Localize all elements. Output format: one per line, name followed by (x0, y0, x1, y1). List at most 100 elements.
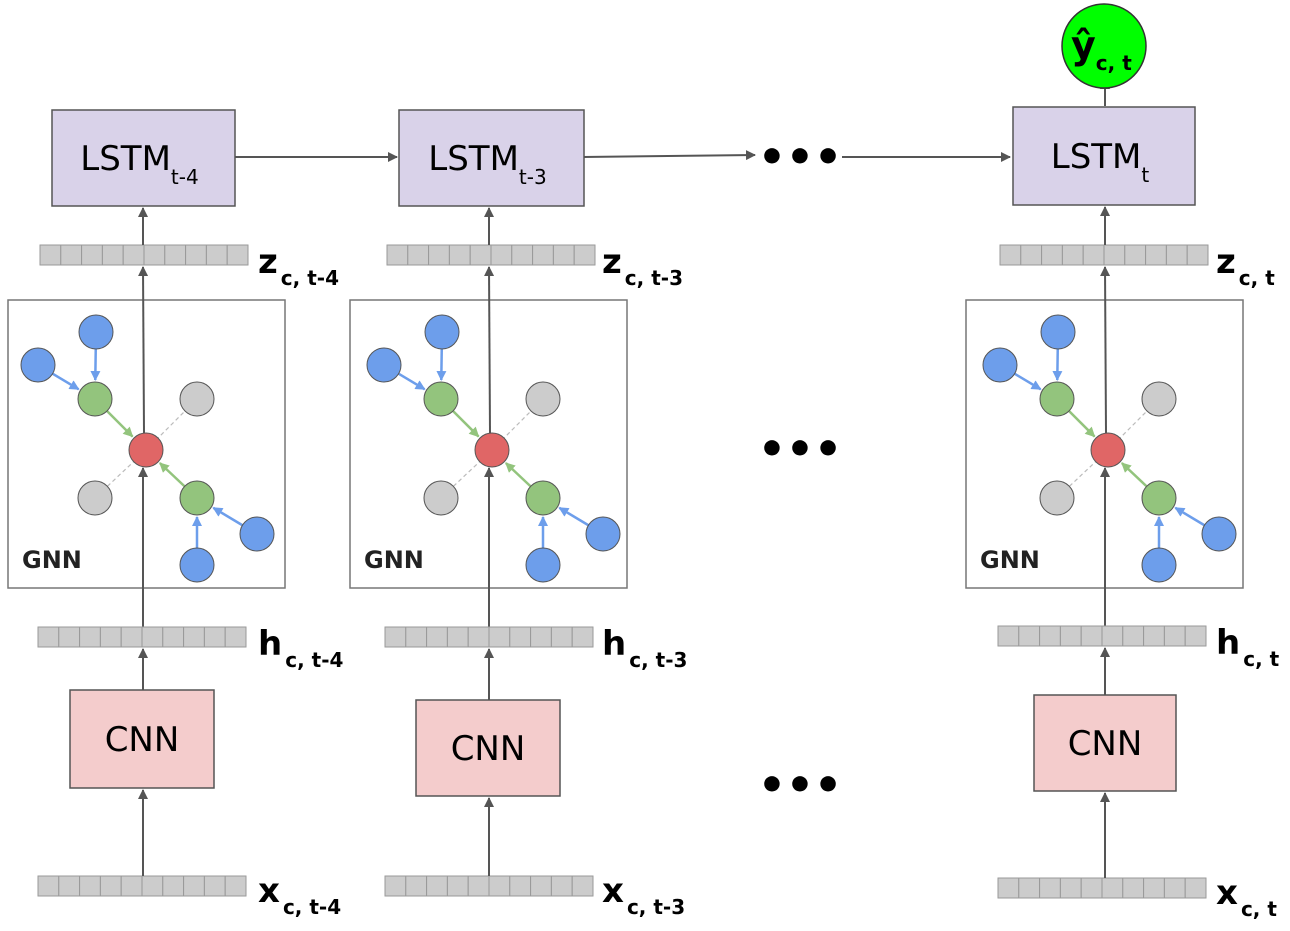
z-label-main: z (258, 242, 278, 282)
vector-cell (490, 244, 513, 266)
vector-cell (550, 626, 573, 648)
vector-cell (446, 626, 469, 648)
h-label-main: h (1216, 623, 1240, 663)
vector-cell (224, 875, 247, 897)
z-vector (999, 244, 1209, 266)
vector-cell (120, 875, 143, 897)
vector-cell (79, 626, 101, 648)
output-label-main: ŷ (1071, 23, 1096, 67)
h-label-main: h (602, 624, 626, 664)
vector-cell (1184, 625, 1207, 647)
vector-cell (141, 626, 164, 648)
vector-cell (1122, 625, 1145, 647)
inactive-node (1141, 381, 1177, 417)
vector-cell (37, 626, 60, 648)
vector-cell (141, 875, 164, 897)
second-hop-node (78, 314, 114, 350)
ellipsis-lstm: ••• (758, 132, 842, 183)
vector-cell (120, 626, 143, 648)
second-hop-node (239, 516, 275, 552)
h-vector (997, 625, 1207, 647)
h-vector (384, 626, 594, 648)
vector-cell (448, 244, 471, 266)
x-label-main: x (258, 871, 280, 911)
vector-cell (1059, 877, 1082, 899)
vector-cell (384, 875, 407, 897)
vector-cell (1101, 877, 1124, 899)
vector-cell (183, 875, 205, 897)
gnn-label: GNN (980, 546, 1040, 574)
vector-cell (384, 626, 407, 648)
vector-cell (446, 875, 469, 897)
z-label-sub: c, t (1239, 266, 1275, 290)
second-hop-node (424, 314, 460, 350)
vector-cell (58, 626, 81, 648)
vector-cell (143, 244, 166, 266)
vector-cell (1041, 244, 1063, 266)
cnn-block: CNN (415, 699, 561, 797)
z-label-main: z (602, 242, 622, 282)
vector-cell (39, 244, 62, 266)
vector-cell (1082, 244, 1105, 266)
second-hop-node (1201, 516, 1237, 552)
lstm-label-main: LSTM (1051, 137, 1142, 177)
vector-cell (162, 875, 185, 897)
h-label-main: h (258, 624, 282, 664)
vector-cell (1061, 244, 1084, 266)
center-node (474, 432, 510, 468)
vector-cell (552, 244, 575, 266)
vector-cell (205, 244, 228, 266)
x-label-main: x (602, 871, 624, 911)
vector-cell (997, 877, 1020, 899)
z-label-main: z (1216, 242, 1236, 282)
vector-cell (997, 625, 1020, 647)
second-hop-node (1040, 314, 1076, 350)
vector-cell (164, 244, 187, 266)
vector-cell (1143, 877, 1165, 899)
h-vector (37, 626, 247, 648)
vector-cell (1080, 877, 1103, 899)
vector-cell (1039, 625, 1061, 647)
vector-cell (467, 875, 490, 897)
second-hop-node (179, 547, 215, 583)
lstm-block: LSTMt-3 (398, 109, 585, 207)
cnn-label: CNN (451, 729, 526, 769)
vector-cell (1059, 625, 1082, 647)
vector-cell (60, 244, 83, 266)
vector-cell (185, 244, 207, 266)
neighbor-node (1141, 480, 1177, 516)
inactive-node (1039, 480, 1075, 516)
vector-cell (1145, 244, 1167, 266)
vector-cell (1184, 877, 1207, 899)
gnn-block: GNN (7, 299, 286, 589)
z-label-sub: c, t-4 (281, 266, 339, 290)
vector-cell (1020, 244, 1043, 266)
vector-cell (571, 626, 594, 648)
z-vector (386, 244, 596, 266)
center-node (128, 432, 164, 468)
vector-cell (511, 244, 534, 266)
lstm-label-sub: t-3 (519, 165, 547, 189)
inactive-node (77, 480, 113, 516)
cnn-block: CNN (1033, 694, 1177, 792)
vector-cell (81, 244, 103, 266)
vector-cell (224, 626, 247, 648)
vector-cell (488, 875, 511, 897)
cnn-label: CNN (105, 720, 180, 760)
cnn-label: CNN (1068, 724, 1143, 764)
vector-cell (1101, 625, 1124, 647)
center-node (1090, 432, 1126, 468)
lstm-chain-arrows (235, 150, 1011, 162)
vector-cell (99, 626, 122, 648)
lstm-label: LSTMt (1051, 137, 1150, 187)
vector-cell (58, 875, 81, 897)
x-vector (997, 877, 1207, 899)
vector-cell (203, 875, 226, 897)
gnn-label: GNN (364, 546, 424, 574)
output-node (1061, 3, 1147, 89)
